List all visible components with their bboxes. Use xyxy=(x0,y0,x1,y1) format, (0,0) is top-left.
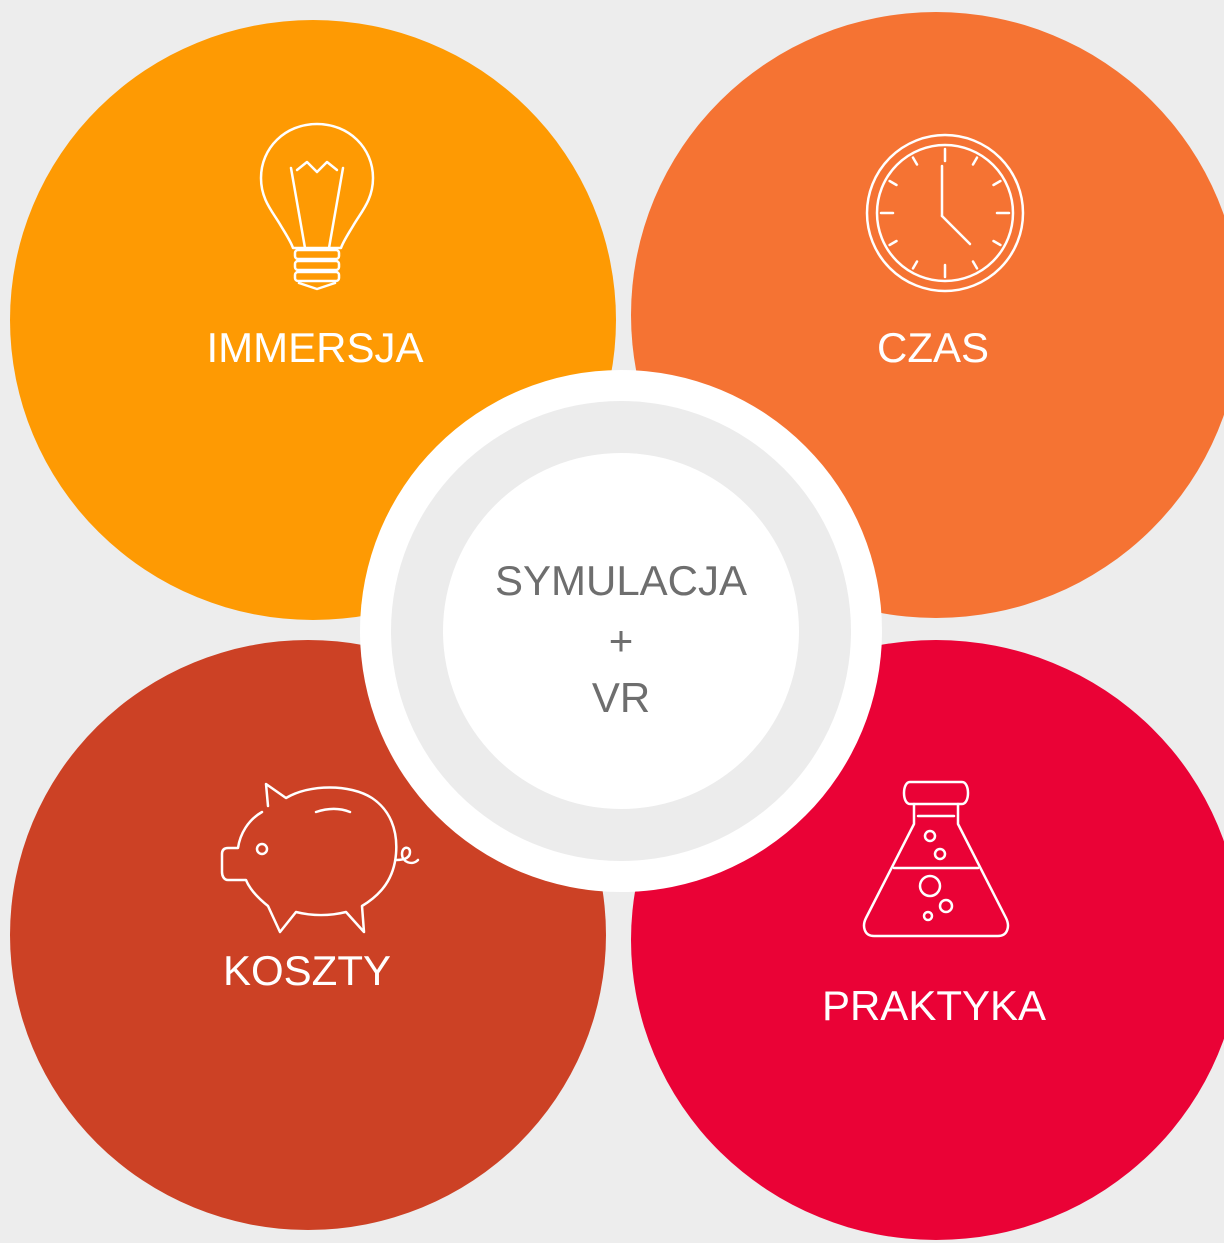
center-core xyxy=(443,453,799,809)
center-plus: + xyxy=(608,617,634,664)
center-title: SYMULACJA xyxy=(494,557,748,604)
piggy-bank-icon xyxy=(220,782,420,934)
praktyka-label: PRAKTYKA xyxy=(821,982,1047,1029)
clock-icon xyxy=(865,133,1025,293)
center-subtitle: VR xyxy=(591,674,651,721)
lightbulb-icon xyxy=(259,122,375,291)
immersja-label: IMMERSJA xyxy=(206,324,424,371)
koszty-label: KOSZTY xyxy=(222,947,392,994)
czas-label: CZAS xyxy=(876,324,990,371)
flask-icon xyxy=(862,780,1010,938)
